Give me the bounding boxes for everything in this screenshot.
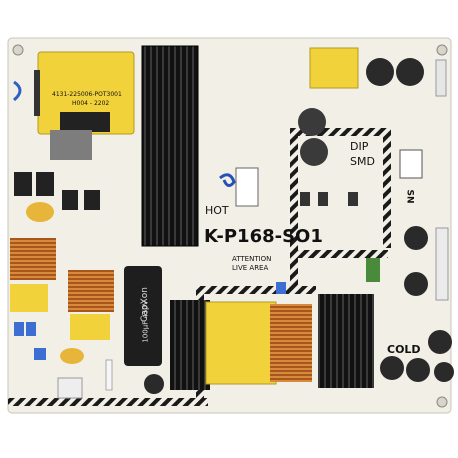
x-capacitor bbox=[50, 130, 92, 160]
ac-input-connector bbox=[57, 377, 83, 399]
x-capacitor bbox=[70, 314, 110, 340]
capacitor bbox=[380, 356, 404, 380]
transistor bbox=[84, 190, 100, 210]
x-capacitor bbox=[10, 284, 48, 312]
sn-label: SN bbox=[404, 189, 415, 204]
standby-transformer bbox=[309, 47, 359, 89]
diode bbox=[300, 192, 310, 206]
capacitor bbox=[298, 108, 326, 136]
blue-mark bbox=[219, 173, 236, 187]
capacitor bbox=[406, 358, 430, 382]
attention-label-line1: ATTENTION bbox=[232, 255, 272, 263]
y-capacitor bbox=[26, 202, 54, 222]
fuse bbox=[105, 359, 113, 391]
capacitor bbox=[434, 362, 454, 382]
primary-heatsink bbox=[141, 45, 199, 247]
cold-label: COLD bbox=[387, 343, 421, 356]
cap-spec-label: 100μF 450V bbox=[141, 300, 150, 343]
dip-label: DIP bbox=[350, 140, 369, 153]
output-connector bbox=[435, 227, 449, 301]
wire-loop bbox=[12, 80, 22, 102]
connector bbox=[435, 59, 447, 97]
output-heatsink bbox=[318, 294, 374, 388]
capacitor bbox=[404, 272, 428, 296]
bridge-rectifier bbox=[14, 172, 32, 196]
diode bbox=[348, 192, 358, 206]
bridge-rectifier bbox=[36, 172, 54, 196]
transistor bbox=[62, 190, 78, 210]
attention-label-line2: LIVE AREA bbox=[232, 264, 269, 272]
capacitor bbox=[396, 58, 424, 86]
llc-transformer bbox=[205, 301, 312, 385]
transformer-part-label: 4131-225006-POT3001 bbox=[52, 91, 122, 98]
varistor bbox=[26, 322, 36, 336]
serial-barcode bbox=[399, 149, 423, 179]
y-capacitor bbox=[60, 348, 84, 364]
mounting-hole bbox=[436, 44, 448, 56]
bulk-capacitor bbox=[124, 266, 162, 366]
main-transformer bbox=[34, 51, 135, 135]
hot-label: HOT bbox=[205, 204, 229, 217]
green-relay bbox=[366, 258, 380, 282]
varistor bbox=[14, 322, 24, 336]
capacitor bbox=[144, 374, 164, 394]
capacitor bbox=[404, 226, 428, 250]
transformer-sub-label: H004 - 2202 bbox=[72, 100, 110, 107]
mounting-hole bbox=[12, 44, 24, 56]
capacitor bbox=[428, 330, 452, 354]
diode bbox=[318, 192, 328, 206]
blue-cap bbox=[276, 282, 286, 294]
varistor bbox=[34, 348, 46, 360]
common-mode-choke bbox=[10, 238, 56, 280]
secondary-heatsink bbox=[170, 300, 210, 390]
ic-chip bbox=[235, 167, 259, 207]
capacitor bbox=[366, 58, 394, 86]
smd-label: SMD bbox=[350, 155, 375, 168]
mounting-hole bbox=[436, 396, 448, 408]
model-label: K-P168-SO1 bbox=[204, 226, 323, 247]
common-mode-choke bbox=[68, 270, 114, 312]
capacitor bbox=[300, 138, 328, 166]
